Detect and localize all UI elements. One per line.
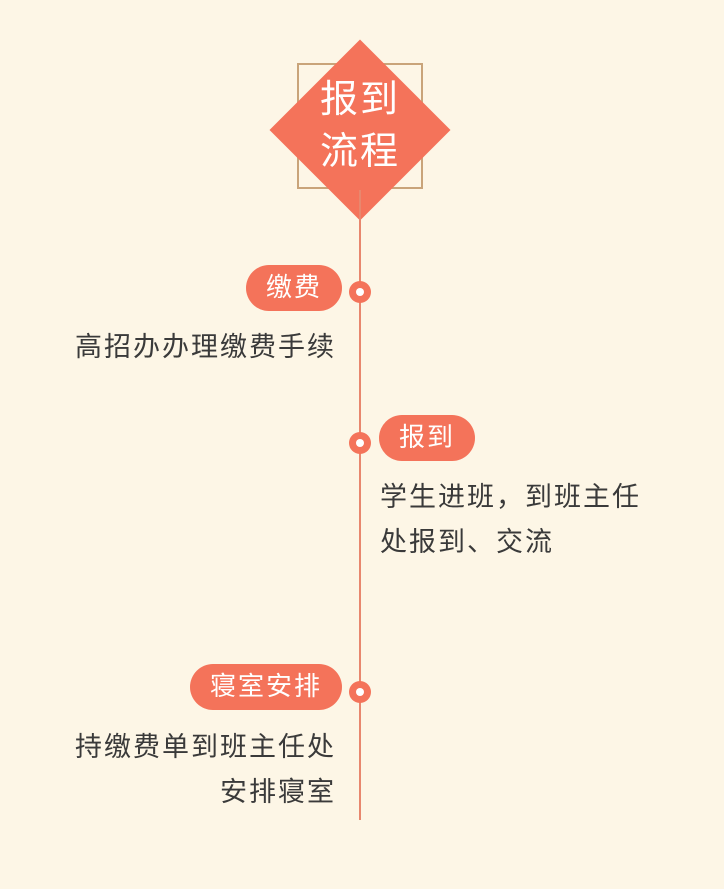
- step-description-line: 学生进班，到班主任: [380, 482, 641, 513]
- step-label-dormitory: 寝室安排: [189, 664, 342, 710]
- step-description-line: 处报到、交流: [380, 527, 554, 558]
- step-description-line: 高招办办理缴费手续: [75, 332, 336, 363]
- title-line-1: 报到: [319, 77, 400, 121]
- diagram-title: 报到 流程: [296, 73, 424, 177]
- title-line-2: 流程: [319, 129, 400, 173]
- step-description-line: 持缴费单到班主任处: [75, 732, 336, 763]
- timeline-line: [359, 190, 361, 820]
- step-label-payment: 缴费: [245, 265, 342, 311]
- step-description-payment: 高招办办理缴费手续: [6, 325, 336, 370]
- timeline-node-checkin: [349, 432, 371, 454]
- step-description-checkin: 学生进班，到班主任 处报到、交流: [380, 475, 710, 565]
- step-description-dormitory: 持缴费单到班主任处 安排寝室: [6, 725, 336, 815]
- step-label-checkin: 报到: [379, 415, 476, 461]
- timeline-node-dormitory: [349, 681, 371, 703]
- step-description-line: 安排寝室: [220, 777, 336, 808]
- timeline-node-payment: [349, 281, 371, 303]
